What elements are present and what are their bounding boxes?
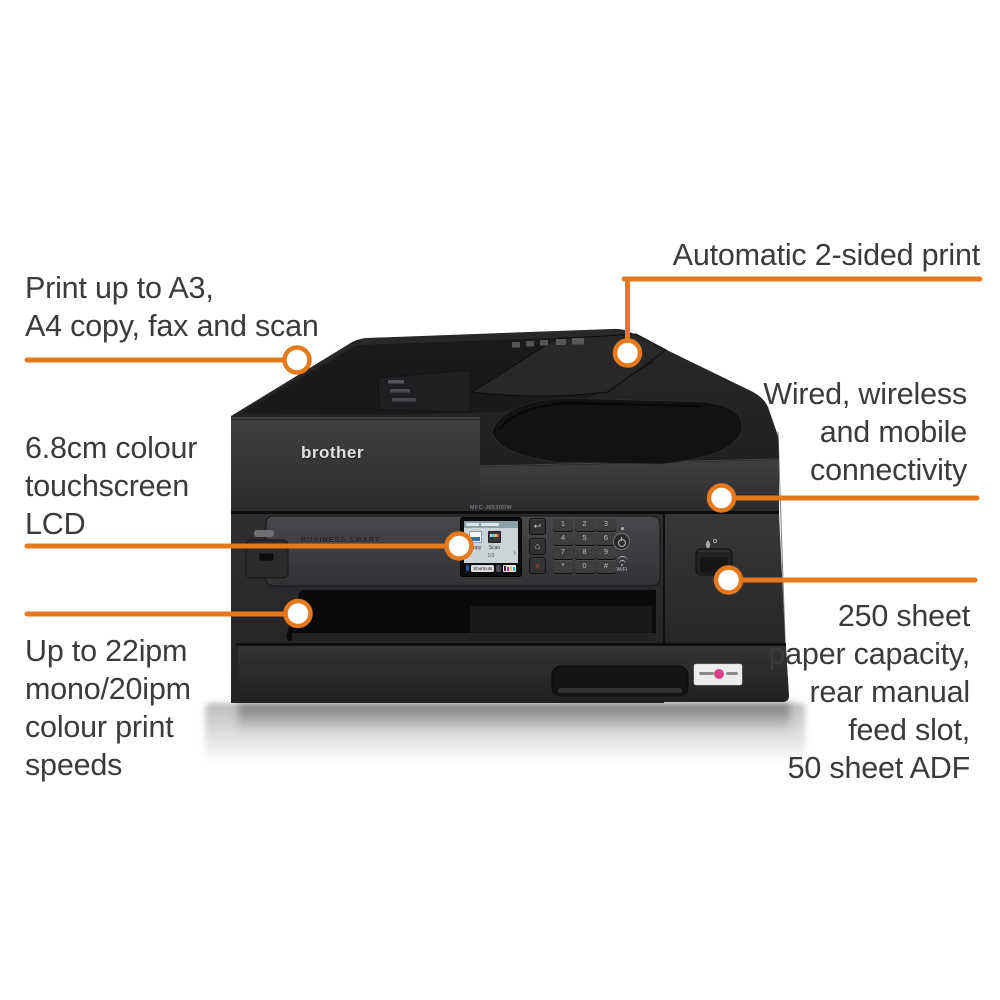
scanner-front-face [231, 420, 480, 512]
callout-dot-capacity [713, 565, 744, 595]
caption-line: A4 copy, fax and scan [25, 309, 319, 343]
lcd-status-bar [464, 521, 518, 528]
callout-dot-duplex [612, 338, 643, 368]
tray-handle-highlight [558, 688, 682, 693]
keypad-key-3: 3 [596, 518, 616, 531]
cancel-button: × [529, 557, 546, 574]
copy-label: Copy [469, 544, 482, 551]
recess-inner-shadow [498, 401, 701, 431]
lcd-pagination: 1/3 [487, 553, 495, 559]
callout-dot-lcd [444, 531, 474, 561]
lcd-secondary-button [496, 564, 501, 572]
scan-icon [488, 531, 501, 543]
keypad-key-*: * [553, 560, 573, 573]
keypad-key-8: 8 [574, 546, 595, 559]
usb-port-slot [258, 552, 275, 562]
floor-reflection [205, 703, 805, 785]
power-button [613, 533, 630, 550]
chevron-right-icon: › [513, 548, 516, 557]
caption-line: mono/20ipm [25, 672, 191, 706]
status-chip [466, 523, 479, 526]
callout-dot-speed [283, 598, 313, 629]
keypad-key-7: 7 [553, 546, 573, 559]
caption-line: and mobile [819, 415, 967, 449]
ink-black [504, 565, 506, 571]
ink-level-indicator [503, 564, 516, 572]
scan-label: Scan [488, 544, 501, 551]
business-smart-label: BUSINESS SMART [301, 537, 381, 544]
tower-divider [663, 514, 665, 702]
paper-guide-mark [388, 380, 404, 384]
keypad-key-5: 5 [574, 532, 595, 545]
caption-line: 6.8cm colour [25, 431, 198, 465]
keypad-key-#: # [596, 560, 616, 573]
wifi-indicator: WiFi [611, 556, 633, 573]
caption-connectivity: Wired, wireless and mobile connectivity [763, 375, 967, 489]
caption-line: Wired, wireless [763, 377, 967, 411]
output-lip [292, 633, 656, 641]
status-chip [481, 523, 499, 526]
status-led [621, 527, 624, 530]
shortcuts-button: Shortcuts [471, 564, 495, 572]
caption-line: speeds [25, 748, 123, 782]
keypad-key-1: 1 [553, 518, 573, 531]
tray-seam [236, 643, 786, 646]
floor-reflection-core [238, 703, 790, 733]
wifi-label: WiFi [616, 567, 628, 573]
caption-line: LCD [25, 507, 86, 541]
scanner-front-face-right [480, 460, 779, 512]
ink-droplet-ring [712, 538, 718, 544]
caption-line: connectivity [810, 453, 967, 487]
caption-line: paper capacity, [768, 637, 970, 671]
caption-line: Automatic 2-sided print [672, 238, 981, 272]
caption-line: rear manual [809, 675, 970, 709]
brother-logo: brother [301, 443, 364, 462]
home-button: ⌂ [529, 537, 546, 555]
back-button: ↩ [529, 518, 546, 535]
innobella-sticker [693, 663, 743, 686]
caption-line: Up to 22ipm [25, 634, 188, 668]
paper-guide-mark [392, 398, 416, 402]
ink-droplet-icon [705, 540, 711, 549]
caption-line: 250 sheet [837, 599, 970, 633]
caption-duplex: Automatic 2-sided print [672, 236, 981, 274]
adf-width-markings [512, 338, 584, 348]
ink-cyan [513, 566, 515, 571]
callout-dot-print-a3 [282, 345, 312, 375]
keypad-key-4: 4 [553, 532, 573, 545]
caption-line: colour print [25, 710, 174, 744]
caption-line: touchscreen [25, 469, 189, 503]
caption-line: 50 sheet ADF [787, 751, 971, 785]
paper-output-recess [491, 397, 743, 465]
lcd-menu-icon [466, 565, 470, 571]
keypad-key-6: 6 [596, 532, 616, 545]
keypad-key-0: 0 [574, 560, 595, 573]
caption-line: Print up to A3, [25, 271, 214, 305]
caption-print-a3: Print up to A3, A4 copy, fax and scan [25, 269, 319, 345]
keypad-key-2: 2 [574, 518, 595, 531]
wifi-icon [616, 556, 628, 561]
paper-guide-mark [390, 389, 410, 393]
caption-capacity: 250 sheet paper capacity, rear manual feed … [768, 597, 970, 787]
ink-yellow [510, 565, 512, 571]
lcd-bottom-bar: Shortcuts [464, 563, 518, 573]
nav-button-column: ↩ ⌂ × [529, 518, 546, 574]
callout-dot-connectivity [706, 483, 737, 513]
keypad-key-9: 9 [596, 546, 616, 559]
usb-port-label [254, 530, 274, 537]
ink-magenta [507, 566, 509, 571]
caption-speed: Up to 22ipm mono/20ipm colour print speeds [25, 632, 191, 784]
model-number-label: MFC-J6530DW [469, 505, 513, 511]
caption-line: feed slot, [848, 713, 970, 747]
body-groove [231, 511, 779, 514]
